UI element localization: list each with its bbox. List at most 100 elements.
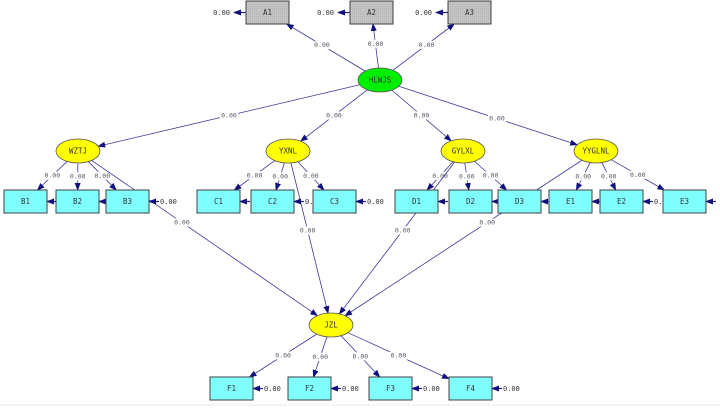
path-coefficient: 0.00 xyxy=(314,41,330,49)
coefficient-label-bg xyxy=(393,226,412,235)
path-coefficient: 0.00 xyxy=(483,172,499,180)
observed-label: C3 xyxy=(330,197,339,206)
observed-variable-e2[interactable]: E2 xyxy=(599,189,644,214)
observed-box[interactable] xyxy=(447,0,492,25)
path-coefficient: 0.00 xyxy=(247,171,263,179)
path-coefficient: 0.00 xyxy=(419,41,435,49)
error-variance-label: 0. xyxy=(654,198,662,206)
coefficient-label-bg xyxy=(412,111,431,120)
coefficient-label-bg xyxy=(313,41,332,50)
observed-variable-f1[interactable]: F1 xyxy=(209,376,254,401)
observed-box[interactable] xyxy=(55,189,100,214)
observed-label: C1 xyxy=(214,197,223,206)
observed-variable-e3[interactable]: E3 xyxy=(662,189,707,214)
coefficient-label-bg xyxy=(457,172,476,181)
latent-label: GYLXL xyxy=(452,147,475,156)
observed-box[interactable] xyxy=(448,376,493,401)
observed-variable-b2[interactable]: B2 xyxy=(55,189,100,214)
path-coefficient: 0.00 xyxy=(630,171,646,179)
path-coefficient: 0.00 xyxy=(174,218,190,226)
latent-ellipse[interactable] xyxy=(573,138,619,164)
coefficient-label-bg xyxy=(481,171,500,180)
observed-box[interactable] xyxy=(312,189,357,214)
latent-variable-yxnl[interactable]: YXNL xyxy=(265,138,311,164)
observed-label: B3 xyxy=(123,197,132,206)
coefficient-label-bg xyxy=(325,111,343,120)
observed-box[interactable] xyxy=(662,189,707,214)
path-coefficient: 0.00 xyxy=(395,226,411,234)
path-coefficient: 0.00 xyxy=(479,218,495,226)
observed-box[interactable] xyxy=(245,0,290,25)
coefficient-label-bg xyxy=(431,171,450,180)
latent-ellipse[interactable] xyxy=(265,138,311,164)
observed-variable-c2[interactable]: C2 xyxy=(250,189,295,214)
latent-ellipse[interactable] xyxy=(357,67,403,93)
observed-box[interactable] xyxy=(448,189,493,214)
error-variance-label: 0.00 xyxy=(317,9,334,17)
latent-ellipse[interactable] xyxy=(308,312,354,338)
coefficient-label-bg xyxy=(574,172,593,181)
coefficient-label-bg xyxy=(274,351,293,360)
latent-ellipse[interactable] xyxy=(55,138,101,164)
observed-variable-d1[interactable]: D1 xyxy=(394,189,439,214)
observed-variable-a3[interactable]: A3 xyxy=(447,0,492,25)
observed-label: D3 xyxy=(515,197,524,206)
observed-label: C2 xyxy=(268,197,277,206)
observed-box[interactable] xyxy=(497,189,542,214)
observed-label: A1 xyxy=(263,8,272,17)
error-variance-label: 0.00 xyxy=(367,198,384,206)
path-wztj-to-jzl xyxy=(91,160,319,317)
observed-label: D2 xyxy=(466,197,475,206)
coefficient-label-bg xyxy=(366,39,385,48)
path-coefficient: 0.00 xyxy=(221,112,237,120)
latent-label: YXNL xyxy=(279,147,298,156)
observed-variable-b3[interactable]: B3 xyxy=(105,189,150,214)
observed-variable-f2[interactable]: F2 xyxy=(287,376,332,401)
latent-variable-hlwjs[interactable]: HLWJS xyxy=(357,67,403,93)
observed-box[interactable] xyxy=(287,376,332,401)
path-coefficient: 0.00 xyxy=(70,172,86,180)
observed-box[interactable] xyxy=(368,376,413,401)
observed-box[interactable] xyxy=(196,189,241,214)
observed-variable-d3[interactable]: D3 xyxy=(497,189,542,214)
observed-variable-f4[interactable]: F4 xyxy=(448,376,493,401)
observed-label: B2 xyxy=(73,197,82,206)
observed-label: A3 xyxy=(465,8,474,17)
observed-box[interactable] xyxy=(209,376,254,401)
observed-box[interactable] xyxy=(599,189,644,214)
observed-label: E3 xyxy=(680,197,689,206)
observed-variable-c1[interactable]: C1 xyxy=(196,189,241,214)
latent-variable-jzl[interactable]: JZL xyxy=(308,312,354,338)
coefficient-label-bg xyxy=(351,352,370,361)
latent-variable-gylxl[interactable]: GYLXL xyxy=(440,138,486,164)
error-variance-label: 0.00 xyxy=(415,9,432,17)
observed-variable-a2[interactable]: A2 xyxy=(349,0,394,25)
latent-ellipse[interactable] xyxy=(440,138,486,164)
observed-variable-e1[interactable]: E1 xyxy=(548,189,593,214)
observed-variable-f3[interactable]: F3 xyxy=(368,376,413,401)
observed-variable-c3[interactable]: C3 xyxy=(312,189,357,214)
observed-box[interactable] xyxy=(548,189,593,214)
latent-label: YYGLNL xyxy=(582,147,610,156)
observed-variable-a1[interactable]: A1 xyxy=(245,0,290,25)
error-variance-label: 0. xyxy=(305,198,313,206)
latent-variable-yyglnl[interactable]: YYGLNL xyxy=(573,138,619,164)
observed-box[interactable] xyxy=(105,189,150,214)
latent-variable-wztj[interactable]: WZTJ xyxy=(55,138,101,164)
observed-label: E2 xyxy=(617,197,626,206)
coefficient-label-bg xyxy=(271,172,290,181)
observed-variable-d2[interactable]: D2 xyxy=(448,189,493,214)
path-coefficient: 0.00 xyxy=(489,114,505,122)
latent-label: WZTJ xyxy=(69,147,87,156)
path-coefficient: 0.00 xyxy=(459,172,475,180)
observed-box[interactable] xyxy=(349,0,394,25)
observed-variable-b1[interactable]: B1 xyxy=(3,189,48,214)
observed-box[interactable] xyxy=(250,189,295,214)
path-coefficient: 0.00 xyxy=(353,352,369,360)
observed-label: B1 xyxy=(21,197,30,206)
observed-box[interactable] xyxy=(3,189,48,214)
observed-box[interactable] xyxy=(394,189,439,214)
latent-label: HLWJS xyxy=(369,76,392,85)
path-coefficient: 0.00 xyxy=(300,226,316,234)
